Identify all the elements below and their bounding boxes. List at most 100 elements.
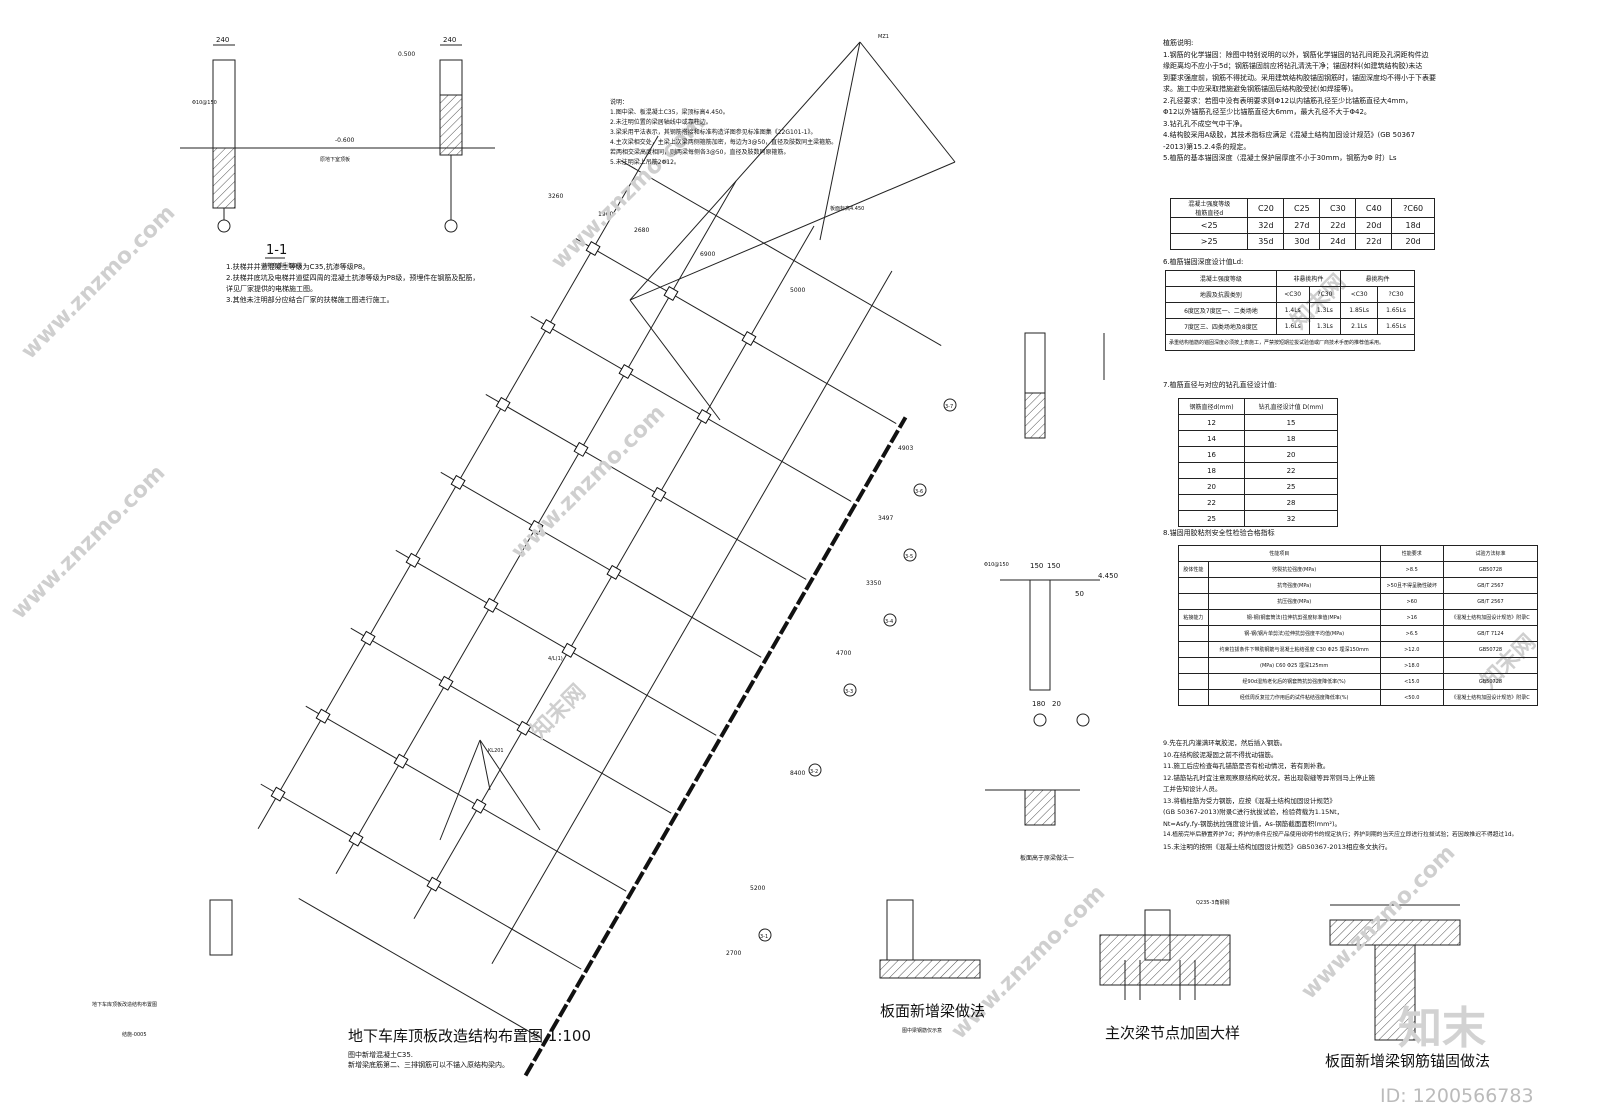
slab-level-note: 板面标高4.450	[830, 205, 864, 212]
axis-tag-4: 3-4	[885, 619, 893, 625]
t2-col: <C30	[1275, 286, 1310, 303]
detail-anchor	[1329, 904, 1461, 1041]
t1-col: C40	[1355, 198, 1393, 218]
explain-line-6: 5.未注明梁上吊筋2Φ12。	[610, 159, 680, 166]
beam-tag-1: KL201	[488, 748, 504, 754]
t3-cell: 32	[1244, 510, 1338, 527]
t1-col: ?C60	[1391, 198, 1435, 218]
tail-line-5: 工并告知设计人员。	[1163, 785, 1222, 793]
t3-cell: 15	[1244, 414, 1338, 431]
tail-line-8: Nt=Asfy,fy-钢筋抗拉强度设计值，As-钢筋截面面积(mm²)。	[1163, 819, 1342, 828]
rebar-notes: 植筋说明: 1.钢筋的化学锚固：除图中特别说明的以外，钢筋化学锚固的钻孔间距及孔…	[1163, 38, 1436, 165]
t1-col: C20	[1247, 198, 1285, 218]
t3-cell: 14	[1177, 430, 1246, 447]
t2-g1: 非悬挑构件	[1275, 270, 1342, 287]
t2-cell: 1.6Ls	[1275, 318, 1310, 335]
axis-tag-6: 3-2	[810, 769, 818, 775]
section-note-1: 1.扶梯井并道混凝土等级为C35,抗渗等级P8。	[226, 263, 370, 271]
section-dim-left: 240	[216, 36, 229, 44]
plan-triangle	[439, 41, 956, 841]
detail-dim-a: 150	[1030, 562, 1043, 570]
explain-line-2: 2.未注明位置的梁居轴线中或靠柱边。	[610, 119, 712, 126]
t4-h: 试验方法标准	[1442, 545, 1539, 562]
t4-cell	[1178, 673, 1209, 690]
detail-dim-d: 20	[1052, 700, 1061, 708]
dim-top-3: 2680	[634, 227, 649, 234]
rebar-title: 植筋说明:	[1163, 39, 1194, 47]
detail-rebar: Φ10@150	[984, 562, 1009, 568]
t2-cell: 1.4Ls	[1275, 302, 1310, 319]
t3-cell: 18	[1244, 430, 1338, 447]
tail-line-4: 12.锚筋钻孔时宜注意观察原结构砼状况，若出现裂缝等异常则马上停止施	[1163, 773, 1375, 782]
t4-h: 性能项目	[1178, 545, 1381, 562]
t4-cell	[1178, 657, 1209, 674]
rebar-line-8: 4.结构胶采用A级胶，其技术指标应满足《混凝土结构加固设计规范》(GB 5036…	[1163, 131, 1415, 139]
watermark-site-1: www.znzmo.com	[17, 200, 181, 364]
detail-column-sketch	[1024, 332, 1105, 439]
dim-right-7: 2700	[726, 950, 741, 957]
t3-cell: 22	[1244, 462, 1338, 479]
t2-col: ?C30	[1377, 286, 1415, 303]
t4-cell: 约束拉拔条件下带肋钢筋与混凝土粘结强度 C30 Φ25 埋深150mm	[1207, 641, 1381, 658]
section-note-2: 2.扶梯井底坑及电梯井道壁四周的混凝土抗渗等级为P8级，预埋件在钢筋及配筋，	[226, 274, 480, 282]
tail-line-7: (GB 50367-2013)附录C进行抗拔试验，检验荷载为1.15Nt，	[1163, 808, 1344, 816]
axis-bubbles	[758, 398, 957, 942]
t4-cell: GB/T 2567	[1442, 577, 1539, 594]
axis-tag-3: 3-5	[905, 554, 913, 560]
t1-cell: 20d	[1391, 233, 1435, 250]
t4-cell	[1178, 641, 1209, 658]
plan-title: 地下车库顶板改造结构布置图 1:100	[348, 1027, 591, 1045]
t3-cell: 20	[1177, 478, 1246, 495]
t3-h: 钻孔直径设计值 D(mm)	[1244, 398, 1338, 415]
watermark-site-2: www.znzmo.com	[7, 460, 171, 624]
tail-line-1: 9.先在孔内灌满环氧胶泥，然后插入钢筋。	[1163, 739, 1287, 747]
explain-title: 说明：	[610, 99, 629, 106]
t4-cell: GB/T 2567	[1442, 593, 1539, 610]
t2-g2: 悬挑构件	[1340, 270, 1415, 287]
t4-cell: 劈裂抗拉强度(MPa)	[1207, 561, 1381, 578]
section-title: 1-1	[266, 243, 287, 258]
detail-dim-b: 150	[1047, 562, 1060, 570]
t2-cell: 1.3Ls	[1308, 318, 1342, 335]
rebar-line-2: 缘距离均不应小于5d；钢筋锚固前应将钻孔清洗干净；锚固材料(如建筑结构胶)未达	[1163, 62, 1423, 70]
t4-cell: 经90d湿热老化后的钢套筒抗剪强度降低率(%)	[1207, 673, 1381, 690]
t4-cell: GB50728	[1442, 641, 1539, 658]
tail-line-3: 11.施工后应检查每孔锚筋是否有松动情况，若有则补救。	[1163, 762, 1330, 770]
detail-level: 4.450	[1098, 572, 1118, 580]
t4-cell: >8.5	[1379, 561, 1444, 578]
tail-line-2: 10.在结构胶泥凝固之前不得扰动锚筋。	[1163, 750, 1278, 759]
t4-cell: 《混凝土结构加固设计规范》附录C	[1442, 609, 1539, 626]
dim-right-1: 4903	[898, 445, 913, 452]
rebar-line-5: 2.孔径要求：若图中没有表明要求则Φ12以内锚筋孔径至少比锚筋直径大4mm，	[1163, 96, 1413, 105]
t4-cell: >60	[1379, 593, 1444, 610]
t4-title: 8.锚固用胶粘剂安全性检验合格指标	[1163, 529, 1275, 537]
rebar-line-10: 5.植筋的基本锚固深度（混凝土保护层厚度不小于30mm，钢筋为Φ 时）Ls	[1163, 154, 1397, 162]
t4-cell: 《混凝土结构加固设计规范》附录C	[1442, 689, 1539, 706]
dim-top-4: 6900	[700, 251, 715, 258]
beam-tag-3: MZ1	[878, 34, 889, 40]
section-note-3: 详见厂家提供的电梯施工图。	[226, 285, 317, 293]
t4-cell: >12.0	[1379, 641, 1444, 658]
detail2-title: 主次梁节点加固大样	[1105, 1024, 1241, 1042]
t1-cell: 27d	[1283, 217, 1321, 234]
section-notes: 1.扶梯井并道混凝土等级为C35,抗渗等级P8。 2.扶梯井底坑及电梯井道壁四周…	[226, 262, 479, 306]
dim-right-3: 3350	[866, 580, 881, 587]
t3-cell: 28	[1244, 494, 1338, 511]
t1-col: C25	[1283, 198, 1321, 218]
plan-columns	[270, 241, 757, 892]
t2-h1: 混凝土强度等级	[1165, 270, 1277, 287]
t3-cell: 18	[1177, 462, 1246, 479]
plan-edge-thick	[523, 416, 908, 1077]
detail1-sub: 图中梁钢筋仅示意	[902, 1028, 943, 1034]
t4-cell	[1442, 657, 1539, 674]
explain-line-1: 1.图中梁、板混凝土C35，梁顶标高4.450。	[610, 109, 729, 116]
t4-cell: 粘接能力	[1178, 609, 1209, 626]
explain-line-3: 3.梁采用平法表示，其钢筋搭接和标准构造详图参见标准图集《22G101-1》。	[610, 129, 817, 136]
t3-cell: 12	[1177, 414, 1246, 431]
explain-notes: 说明： 1.图中梁、板混凝土C35，梁顶标高4.450。 2.未注明位置的梁居轴…	[610, 98, 837, 168]
t4-cell: 经低周反复拉力作用后的试件粘结强度降低率(%)	[1207, 689, 1381, 706]
detail2-tag: Q235-3角钢钢	[1196, 899, 1229, 906]
t1-cell: 22d	[1355, 233, 1393, 250]
t4-cell: 抗压强度(MPa)	[1207, 593, 1381, 610]
